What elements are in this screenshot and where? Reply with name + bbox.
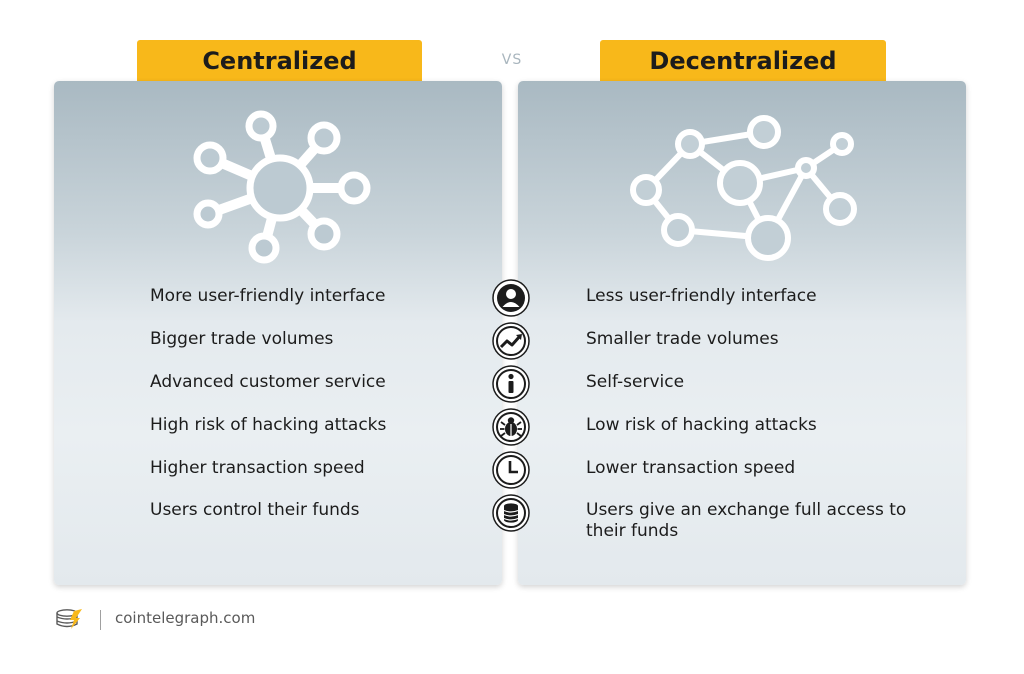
info-icon xyxy=(492,365,530,403)
centralized-point-2: Bigger trade volumes xyxy=(150,329,334,349)
decentralized-point-5: Lower transaction speed xyxy=(586,458,796,478)
decentralized-point-1: Less user-friendly interface xyxy=(586,286,817,306)
source-label: cointelegraph.com xyxy=(115,609,256,627)
clock-icon xyxy=(492,451,530,489)
trend-up-icon xyxy=(492,322,530,360)
user-icon xyxy=(492,279,530,317)
centralized-title: Centralized xyxy=(137,40,422,82)
decentralized-point-4: Low risk of hacking attacks xyxy=(586,415,817,435)
centralized-point-1: More user-friendly interface xyxy=(150,286,386,306)
decentralized-title: Decentralized xyxy=(600,40,886,82)
decentralized-point-2: Smaller trade volumes xyxy=(586,329,779,349)
coins-stack-icon xyxy=(492,494,530,532)
centralized-network-icon xyxy=(193,110,371,264)
decentralized-point-3: Self-service xyxy=(586,372,685,392)
footer-separator xyxy=(100,610,101,630)
bug-icon xyxy=(492,408,530,446)
decentralized-point-6: Users give an exchange full access to th… xyxy=(586,500,907,541)
decentralized-network-icon xyxy=(630,115,857,261)
cointelegraph-logo-icon xyxy=(56,609,82,629)
centralized-point-6: Users control their funds xyxy=(150,500,360,520)
centralized-point-5: Higher transaction speed xyxy=(150,458,365,478)
vs-label: VS xyxy=(501,52,523,68)
centralized-point-3: Advanced customer service xyxy=(150,372,386,392)
centralized-point-4: High risk of hacking attacks xyxy=(150,415,387,435)
